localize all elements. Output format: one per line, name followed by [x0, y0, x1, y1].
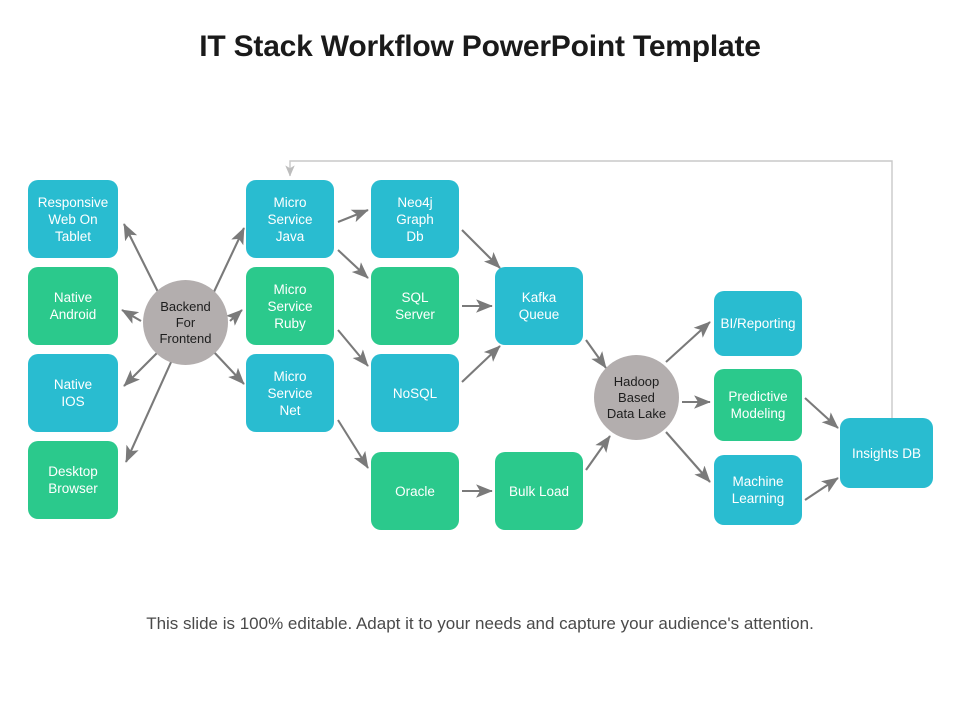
node-desktop-browser[interactable]: Desktop Browser	[28, 441, 118, 519]
connector-bff-to-micro-service-net	[211, 349, 245, 385]
page-title: IT Stack Workflow PowerPoint Template	[199, 30, 761, 63]
connector-neo4j-to-kafka	[461, 229, 501, 269]
node-predictive-modeling[interactable]: Predictive Modeling	[714, 369, 802, 441]
connector-hadoop-to-machine-learning	[665, 431, 711, 483]
connector-bff-to-micro-service-java	[211, 227, 245, 297]
connector-java-to-sql-server	[337, 249, 369, 279]
node-responsive-web-on-tablet[interactable]: Responsive Web On Tablet	[28, 180, 118, 258]
connector-bff-to-responsive-web	[123, 223, 161, 297]
node-micro-service-net[interactable]: Micro Service Net	[246, 354, 334, 432]
node-neo4j-graph-db[interactable]: Neo4j Graph Db	[371, 180, 459, 258]
node-native-ios[interactable]: Native IOS	[28, 354, 118, 432]
node-micro-service-ruby[interactable]: Micro Service Ruby	[246, 267, 334, 345]
node-machine-learning[interactable]: Machine Learning	[714, 455, 802, 525]
footer-note: This slide is 100% editable. Adapt it to…	[146, 614, 814, 633]
node-bulk-load[interactable]: Bulk Load	[495, 452, 583, 530]
node-sql-server[interactable]: SQL Server	[371, 267, 459, 345]
node-nosql[interactable]: NoSQL	[371, 354, 459, 432]
connector-predictive-modeling-to-insights-db	[804, 397, 839, 429]
node-hadoop-based-data-lake[interactable]: Hadoop Based Data Lake	[594, 355, 679, 440]
node-backend-for-frontend[interactable]: Backend For Frontend	[143, 280, 228, 365]
connector-nosql-to-kafka	[461, 345, 501, 383]
connector-machine-learning-to-insights-db	[804, 477, 839, 501]
node-micro-service-java[interactable]: Micro Service Java	[246, 180, 334, 258]
node-oracle[interactable]: Oracle	[371, 452, 459, 530]
node-bi-reporting[interactable]: BI/Reporting	[714, 291, 802, 356]
connector-ruby-to-nosql	[337, 329, 369, 367]
connector-bff-to-desktop-browser	[125, 359, 173, 463]
connector-bff-to-native-ios	[123, 349, 161, 387]
connector-net-to-oracle	[337, 419, 369, 469]
connector-bff-to-native-android	[121, 309, 142, 324]
connector-bulk-load-to-hadoop	[585, 435, 611, 471]
node-kafka-queue[interactable]: Kafka Queue	[495, 267, 583, 345]
node-insights-db[interactable]: Insights DB	[840, 418, 933, 488]
connector-java-to-neo4j	[337, 209, 369, 223]
connector-kafka-to-hadoop	[585, 339, 607, 369]
node-native-android[interactable]: Native Android	[28, 267, 118, 345]
connector-bff-to-micro-service-ruby	[225, 309, 243, 326]
connector-hadoop-to-bi-reporting	[665, 321, 711, 363]
connector-insights-db-feedback-loop	[285, 160, 893, 418]
